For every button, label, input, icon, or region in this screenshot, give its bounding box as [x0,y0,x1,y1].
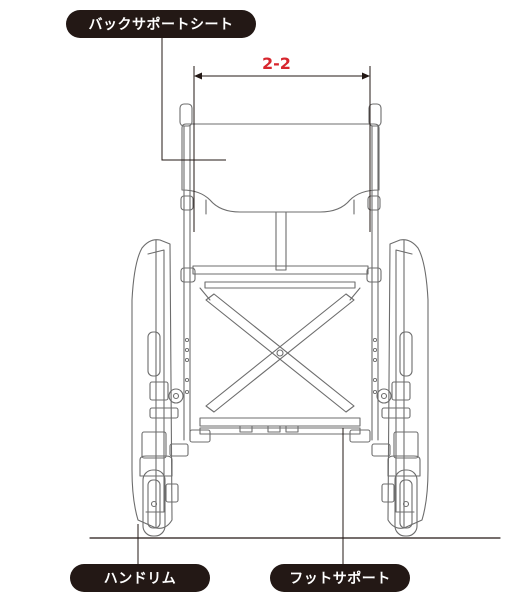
right-caster [381,455,421,537]
foot-support-label: フットサポート [270,564,410,592]
hand-rim-label: ハンドリム [70,564,210,592]
lower-frame [189,417,371,443]
post-clamps [180,195,382,283]
center-strut [275,211,287,271]
width-dimension-label: 2-2 [262,54,291,73]
back-frame [179,103,382,441]
seat-crossbar [192,265,369,301]
width-dimension [193,66,371,232]
back-support-leader [161,38,226,161]
left-caster [139,455,179,537]
post-holes [184,337,378,395]
back-support-seat [181,123,380,213]
left-wheel [131,239,189,529]
leader-lines [137,38,344,566]
back-support-seat-label: バックサポートシート [66,10,256,38]
cross-frame [205,293,355,413]
